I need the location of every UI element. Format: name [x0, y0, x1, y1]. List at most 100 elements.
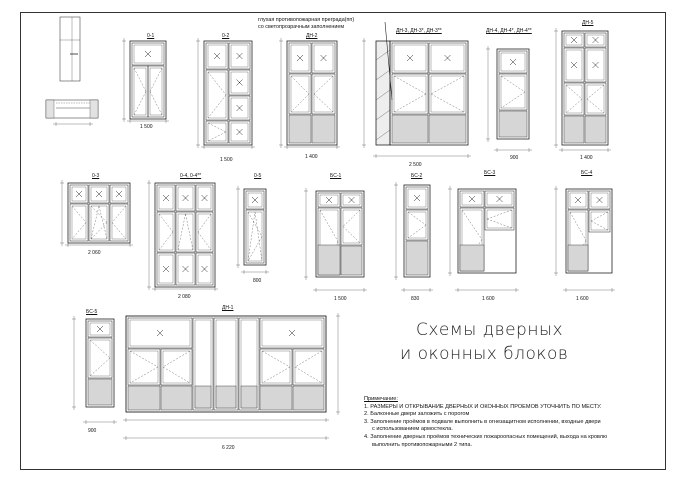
glass-pane-inner — [197, 186, 212, 210]
width-dimension: 2 080 — [178, 294, 191, 300]
sash-opening-line — [590, 211, 609, 222]
sash-opening-line — [149, 91, 163, 116]
sash-opening-line — [500, 91, 526, 109]
door-panel — [428, 114, 467, 144]
glass-pane — [87, 320, 113, 338]
glass-pane — [563, 32, 585, 48]
glass-pane-inner — [430, 75, 465, 113]
fixed-glass-cross — [201, 194, 208, 202]
sash-opening-line — [90, 205, 100, 240]
glass-pane-inner — [90, 186, 108, 202]
glass-pane — [317, 192, 341, 208]
width-dimension: 1 500 — [220, 157, 233, 163]
glass-pane-inner — [162, 350, 191, 384]
width-dimension: 830 — [411, 296, 420, 302]
glass-pane — [175, 211, 196, 253]
door-panel — [160, 385, 193, 411]
glass-pane-inner — [149, 67, 163, 116]
fixed-glass-cross — [592, 61, 599, 69]
glass-pane — [292, 348, 325, 386]
fixed-glass-cross — [201, 265, 208, 273]
glass-pane-inner — [230, 97, 249, 119]
glass-pane — [228, 69, 251, 96]
glass-pane — [228, 42, 251, 70]
glass-pane-inner — [500, 52, 526, 72]
note-line: 1. РАЗМЕРЫ И ОТКРЫВАНИЕ ДВЕРНЫХ И ОКОННЫ… — [364, 403, 602, 410]
glass-pane-inner — [586, 84, 605, 114]
glass-pane-inner — [313, 75, 334, 113]
block-label: 0-3 — [92, 173, 100, 179]
glass-pane-inner — [230, 44, 249, 68]
sash-opening-line — [149, 67, 163, 92]
width-dimension: 1 500 — [140, 124, 153, 130]
block-label: БС-2 — [411, 173, 423, 179]
glass-pane-inner — [129, 319, 191, 347]
door-panel — [240, 385, 258, 409]
sash-opening-line — [407, 211, 427, 226]
door-panel — [288, 114, 312, 144]
door-frame — [561, 30, 609, 146]
note-line: выполнить противопожарными 2 типа. — [372, 441, 473, 448]
glass-pane — [405, 209, 429, 241]
sheet-frame — [20, 12, 666, 470]
width-dimension: 1 400 — [580, 155, 593, 161]
glass-pane-inner — [111, 205, 127, 240]
glass-pane — [259, 348, 293, 386]
fixed-glass-cross — [296, 54, 304, 62]
glass-pane-inner — [158, 213, 174, 251]
glass-pane — [245, 190, 265, 210]
glass-pane — [156, 252, 176, 286]
glass-pane — [563, 82, 585, 116]
glass-pane-inner — [230, 71, 249, 94]
glass-pane-inner — [407, 188, 427, 208]
glass-pane — [156, 184, 176, 212]
glass-pane-inner — [342, 194, 361, 206]
sash-opening-line — [197, 231, 212, 251]
sash-opening-line — [133, 67, 147, 92]
fire-barrier-hatch — [375, 129, 391, 141]
window-frame — [129, 40, 167, 120]
fixed-glass-cross — [413, 194, 421, 202]
glass-pane-inner — [500, 75, 526, 109]
width-dimension: 1 600 — [482, 296, 495, 302]
block-label: ДН-1 — [222, 305, 234, 311]
door-panel — [259, 385, 293, 411]
sash-opening-line — [261, 350, 291, 368]
sash-opening-line — [71, 222, 87, 240]
sash-opening-line — [290, 93, 310, 113]
glass-pane — [88, 184, 110, 204]
note-line: 3. Заполнение проёмов в подвале выполнит… — [364, 418, 601, 425]
sash-opening-line — [565, 98, 583, 114]
callout-line-1: глухая противопожарная преграда(пп) — [258, 17, 355, 23]
wall-hatch — [45, 99, 55, 119]
callout-leader — [384, 21, 393, 101]
sash-opening-line — [247, 211, 256, 262]
glass-pane-inner — [111, 186, 127, 202]
note-line: 4. Заполнение дверных проёмов технически… — [364, 433, 608, 440]
fire-barrier-callout: глухая противопожарная преграда(пп) со с… — [258, 17, 354, 30]
glass-pane-inner — [486, 192, 513, 206]
glass-pane — [69, 203, 89, 242]
fire-barrier-hatch — [375, 89, 391, 101]
glass-pane-inner — [133, 44, 163, 64]
sash-opening-line — [342, 226, 361, 244]
fixed-glass-cross — [115, 190, 123, 198]
sash-opening-line — [254, 211, 263, 262]
glass-pane — [127, 317, 193, 349]
window-frame — [243, 188, 267, 266]
glass-pane — [228, 95, 251, 121]
sash-opening-line — [207, 122, 227, 133]
glass-pane-inner — [197, 213, 212, 251]
glass-pane-inner — [290, 44, 310, 72]
notes-heading: Примечание: — [364, 396, 398, 402]
wall-section — [59, 16, 81, 82]
glass-pane — [311, 73, 336, 115]
glass-pane — [213, 317, 239, 411]
width-dimension: 1 400 — [305, 154, 318, 160]
sash-opening-line — [430, 93, 465, 113]
sash-opening-line — [71, 205, 87, 223]
notes-block: Примечание: 1. РАЗМЕРЫ И ОТКРЫВАНИЕ ДВЕР… — [364, 396, 664, 449]
door-panel — [317, 244, 341, 276]
sash-opening-line — [500, 75, 526, 93]
